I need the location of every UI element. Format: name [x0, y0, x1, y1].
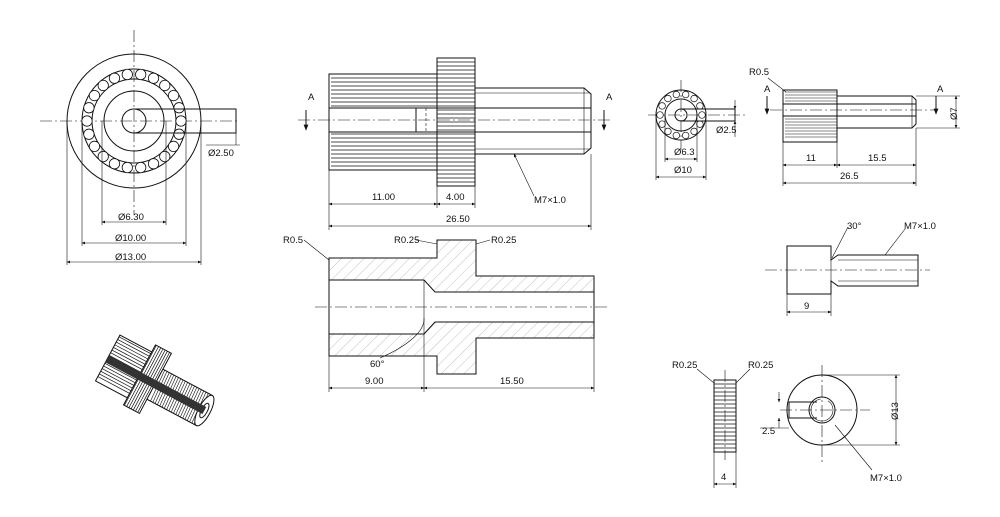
- ring-side-view: R0.25 R0.25 4: [672, 360, 773, 488]
- dim-d1300: Ø13.00: [115, 252, 146, 263]
- nut-front-view: 2.5 Ø13 M7×1.0: [760, 365, 902, 484]
- ring-dim-4: 4: [721, 472, 726, 483]
- svg-text:A: A: [764, 84, 771, 95]
- end-view-small: Ø2.5 Ø6.3 Ø10: [648, 80, 745, 180]
- thread-shaft: [475, 87, 592, 155]
- section-lower: [328, 321, 595, 375]
- r05-side: R0.5: [749, 67, 769, 78]
- dim-side-11: 11: [806, 153, 816, 164]
- dim-side-155: 15.5: [868, 153, 887, 164]
- dim-small-d25: Ø2.5: [716, 125, 737, 136]
- body-ridges: [331, 77, 437, 167]
- dim-sec-9: 9: [804, 301, 809, 312]
- dim-2650: 26.50: [446, 214, 470, 225]
- dim-1550: 15.50: [500, 376, 524, 387]
- ring-ridges: [714, 383, 736, 449]
- dim-small-d10: Ø10: [674, 165, 692, 176]
- dim-400: 4.00: [446, 192, 465, 203]
- r05-callout: R0.5: [283, 235, 303, 246]
- section-upper: [328, 239, 595, 293]
- section-view-small: 30° M7×1.0 9: [765, 221, 936, 316]
- ring-r025-b: R0.25: [748, 360, 773, 371]
- svg-text:A: A: [308, 92, 315, 103]
- dim-d630: Ø6.30: [118, 212, 144, 223]
- thread-callout: M7×1.0: [534, 195, 566, 206]
- small-knurl: [656, 90, 706, 140]
- bore-circle: [103, 90, 165, 152]
- thread-callout-small: M7×1.0: [904, 221, 936, 232]
- dim-side-265: 26.5: [840, 171, 859, 182]
- nut-thread-callout: M7×1.0: [870, 473, 902, 484]
- svg-text:A: A: [606, 92, 613, 103]
- nut-dim-25: 2.5: [762, 426, 775, 437]
- angle-60: 60°: [370, 359, 385, 370]
- r025-callout-b: R0.25: [491, 235, 516, 246]
- isometric-view: [94, 334, 215, 427]
- dim-900: 9.00: [365, 376, 384, 387]
- dim-side-d7: Ø7: [949, 107, 960, 120]
- dim-1100: 11.00: [372, 192, 395, 203]
- angle-30: 30°: [847, 221, 862, 232]
- r025-callout-a: R0.25: [394, 235, 419, 246]
- dim-small-d63: Ø6.3: [674, 147, 695, 158]
- dim-d1000: Ø10.00: [115, 233, 146, 244]
- side-view-main: A A 11.00 4.00 26.50 M7×1.0: [298, 57, 613, 230]
- knurl-teeth: [81, 68, 187, 174]
- svg-text:A: A: [937, 84, 944, 95]
- nut-dim-d13: Ø13: [890, 402, 901, 420]
- section-view-main: R0.5 R0.25 R0.25 60° 9.00 15.50: [283, 235, 610, 392]
- body-knurled: [328, 73, 438, 171]
- small-side-ridges: [785, 91, 837, 138]
- ring-r025-a: R0.25: [672, 360, 697, 371]
- end-view-large: Ø2.50 Ø6.30 Ø10.00 Ø13.00: [40, 30, 240, 265]
- collar-ridges: [437, 61, 475, 183]
- dim-d250: Ø2.50: [208, 148, 234, 159]
- side-view-small: A A R0.5 Ø7 11 15.5 26.5: [749, 67, 960, 186]
